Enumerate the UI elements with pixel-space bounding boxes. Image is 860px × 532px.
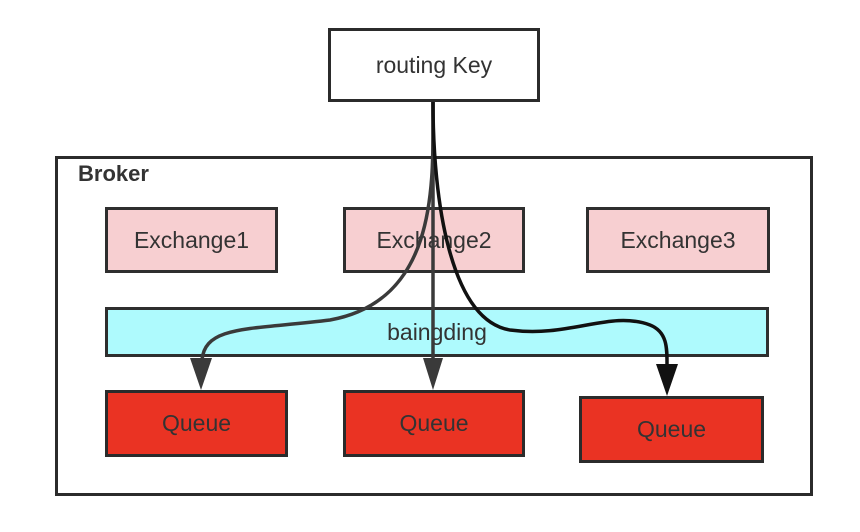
exchange-3-label: Exchange3 bbox=[620, 226, 736, 253]
broker-label: Broker bbox=[78, 161, 149, 186]
exchange-2-label: Exchange2 bbox=[376, 226, 492, 253]
exchange-1: Exchange1 bbox=[105, 207, 278, 273]
routing-key-label: routing Key bbox=[375, 51, 493, 78]
queue-2: Queue bbox=[343, 390, 525, 457]
queue-2-label: Queue bbox=[399, 410, 469, 436]
queue-3: Queue bbox=[579, 396, 764, 463]
routing-key-box: routing Key bbox=[328, 28, 540, 102]
queue-1-label: Queue bbox=[161, 410, 232, 436]
queue-1: Queue bbox=[105, 390, 288, 457]
exchange-3: Exchange3 bbox=[586, 207, 770, 273]
binding-label: baingding bbox=[387, 318, 487, 345]
queue-3-label: Queue bbox=[636, 416, 707, 442]
exchange-1-label: Exchange1 bbox=[133, 226, 250, 253]
binding-bar: baingding bbox=[105, 307, 769, 357]
exchange-2: Exchange2 bbox=[343, 207, 525, 273]
